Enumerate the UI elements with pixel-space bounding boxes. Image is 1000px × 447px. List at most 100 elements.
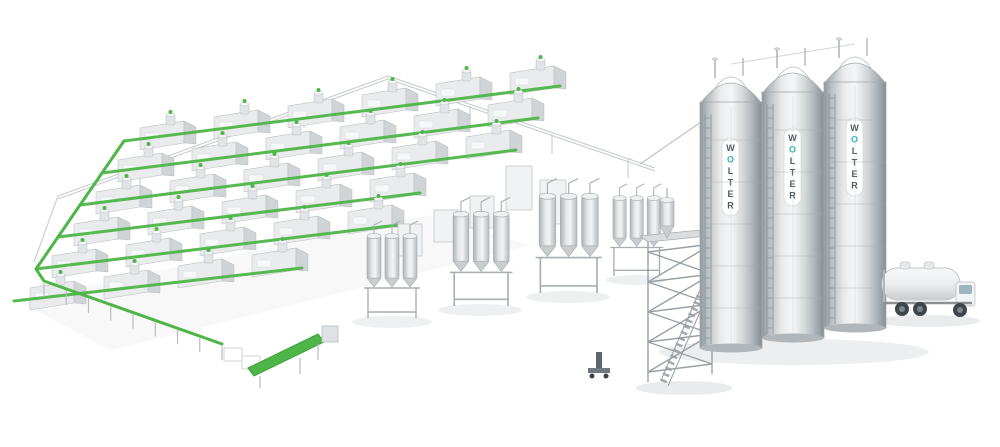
- silo-top-piping: [730, 43, 856, 65]
- molding-machine: [73, 206, 131, 247]
- truck-wheels: [895, 302, 967, 317]
- loader-indicator: [58, 270, 63, 274]
- incline-hopper: [321, 325, 339, 343]
- loader-indicator: [420, 130, 425, 134]
- silo-handrail: [707, 76, 755, 101]
- control-panel: [204, 238, 220, 247]
- machine-row: [122, 55, 567, 151]
- molding-machine: [287, 88, 345, 129]
- silo-brand-pill: [721, 137, 740, 217]
- row-conveyor: [34, 223, 400, 271]
- row-conveyor: [56, 191, 422, 239]
- loader-indicator: [538, 55, 543, 59]
- control-panel: [344, 131, 360, 140]
- dryer-shadow: [352, 316, 432, 328]
- loader-indicator: [376, 194, 381, 198]
- loader-indicator: [198, 163, 203, 167]
- silo-vent-pipes: [712, 57, 744, 78]
- conveyor-legs: [43, 283, 223, 360]
- molding-machine: [213, 99, 271, 140]
- silo-base: [700, 343, 762, 353]
- silo-ladder: [828, 94, 836, 324]
- silo-base: [824, 323, 886, 333]
- control-panel: [470, 141, 486, 150]
- loader-indicator: [102, 206, 107, 210]
- silo-dome: [823, 62, 887, 85]
- loader-indicator: [442, 98, 447, 102]
- loader-indicator: [272, 152, 277, 156]
- dryer-bank: [609, 183, 664, 277]
- dryer-shadow: [438, 304, 522, 316]
- row-conveyor: [100, 116, 540, 175]
- loader-indicator: [464, 66, 469, 70]
- tank-hatch: [923, 261, 935, 270]
- molding-machine: [147, 195, 205, 236]
- control-panel: [322, 163, 338, 172]
- loader-indicator: [368, 109, 373, 113]
- loader-indicator: [516, 87, 521, 91]
- control-panel: [374, 184, 390, 193]
- loader-indicator: [176, 195, 181, 199]
- control-panel: [514, 77, 530, 86]
- dryer-bank: [534, 177, 603, 294]
- row-conveyor: [122, 84, 562, 143]
- loader-indicator: [220, 131, 225, 135]
- loader-indicator: [154, 227, 159, 231]
- loader-indicator: [390, 77, 395, 81]
- loader-indicator: [132, 259, 137, 263]
- transfer-pipe: [639, 119, 705, 165]
- silo-brand-pill: [783, 127, 802, 207]
- dryer-shadow: [526, 291, 610, 303]
- control-panel: [226, 206, 242, 215]
- collector-conveyor: [34, 139, 224, 346]
- loader-indicator: [494, 119, 499, 123]
- machine-row: [78, 119, 523, 215]
- conveyor-system: [34, 139, 339, 388]
- loader-indicator: [146, 142, 151, 146]
- dryer-bank: [448, 196, 514, 307]
- silo-handrail: [769, 66, 817, 91]
- silo-handrail: [831, 56, 879, 81]
- tall-cabinet: [505, 165, 533, 211]
- dryer-bank: [363, 220, 421, 319]
- control-panel: [182, 270, 198, 279]
- control-panel: [256, 259, 272, 268]
- molding-machine: [243, 152, 301, 193]
- control-panel: [418, 120, 434, 129]
- silo-ladder: [704, 114, 712, 344]
- molding-machine: [125, 227, 183, 268]
- loader-indicator: [242, 99, 247, 103]
- loader-indicator: [398, 162, 403, 166]
- incline-conveyor-legs: [259, 344, 319, 388]
- machine-row: [12, 237, 309, 311]
- control-panel: [300, 195, 316, 204]
- control-panel: [492, 109, 508, 118]
- machine-row: [34, 194, 405, 279]
- tanker-body: [881, 267, 961, 301]
- control-panel: [366, 99, 382, 108]
- control-panel: [278, 227, 294, 236]
- silo-base: [762, 333, 824, 343]
- molding-machine: [265, 120, 323, 161]
- loader-indicator: [316, 88, 321, 92]
- silo-dome: [761, 72, 825, 95]
- silo-ladder: [766, 104, 774, 334]
- loader-indicator: [168, 110, 173, 114]
- molding-machine: [487, 87, 545, 128]
- machine-row: [56, 162, 427, 247]
- loader-indicator: [294, 120, 299, 124]
- machine-row: [100, 87, 545, 183]
- control-panel: [440, 88, 456, 97]
- loader-indicator: [250, 184, 255, 188]
- molding-machine: [369, 162, 427, 203]
- silo-shadow: [659, 339, 929, 365]
- loader-indicator: [228, 216, 233, 220]
